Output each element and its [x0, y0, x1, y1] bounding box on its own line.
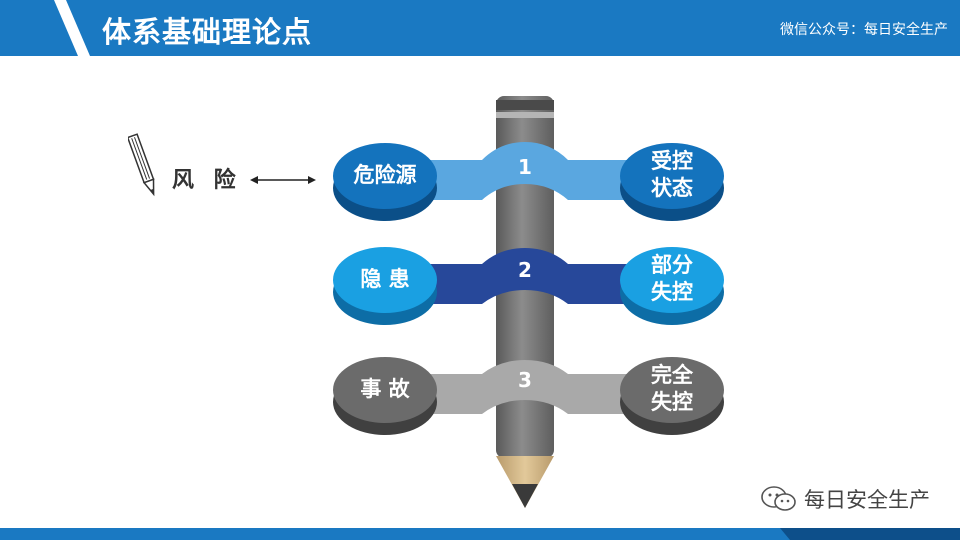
node-controlled-state-line1: 受控 — [651, 149, 693, 173]
node-controlled-state: 受控 状态 — [617, 148, 727, 202]
pencil-icon — [128, 133, 155, 197]
account-label: 微信公众号：每日安全生产 — [780, 22, 948, 38]
page-title: 体系基础理论点 — [102, 15, 313, 49]
node-partial-loss-line1: 部分 — [651, 253, 693, 277]
risk-label: 风 险 — [172, 168, 242, 193]
step-number-2: 2 — [518, 258, 532, 282]
watermark: 每日安全生产 — [760, 484, 930, 514]
footer-bar — [0, 528, 960, 540]
wechat-icon — [761, 486, 796, 511]
step-number-1: 1 — [518, 155, 532, 179]
header: 体系基础理论点 微信公众号：每日安全生产 — [0, 0, 960, 56]
node-controlled-state-line2: 状态 — [651, 176, 693, 200]
row-3 — [333, 357, 724, 435]
step-number-3: 3 — [518, 368, 532, 392]
node-hidden-danger: 隐 患 — [360, 267, 410, 291]
node-total-loss-line2: 失控 — [651, 390, 693, 414]
node-hazard-source: 危险源 — [353, 163, 417, 187]
double-arrow-icon — [250, 176, 316, 184]
row-2 — [333, 247, 724, 325]
watermark-text: 每日安全生产 — [804, 488, 930, 512]
header-bar — [0, 0, 960, 56]
node-total-loss-line1: 完全 — [651, 363, 693, 387]
node-accident: 事 故 — [360, 377, 410, 401]
node-partial-loss-line2: 失控 — [651, 280, 693, 304]
node-partial-loss: 部分 失控 — [617, 252, 727, 306]
node-total-loss: 完全 失控 — [617, 362, 727, 416]
row-1 — [333, 142, 724, 221]
